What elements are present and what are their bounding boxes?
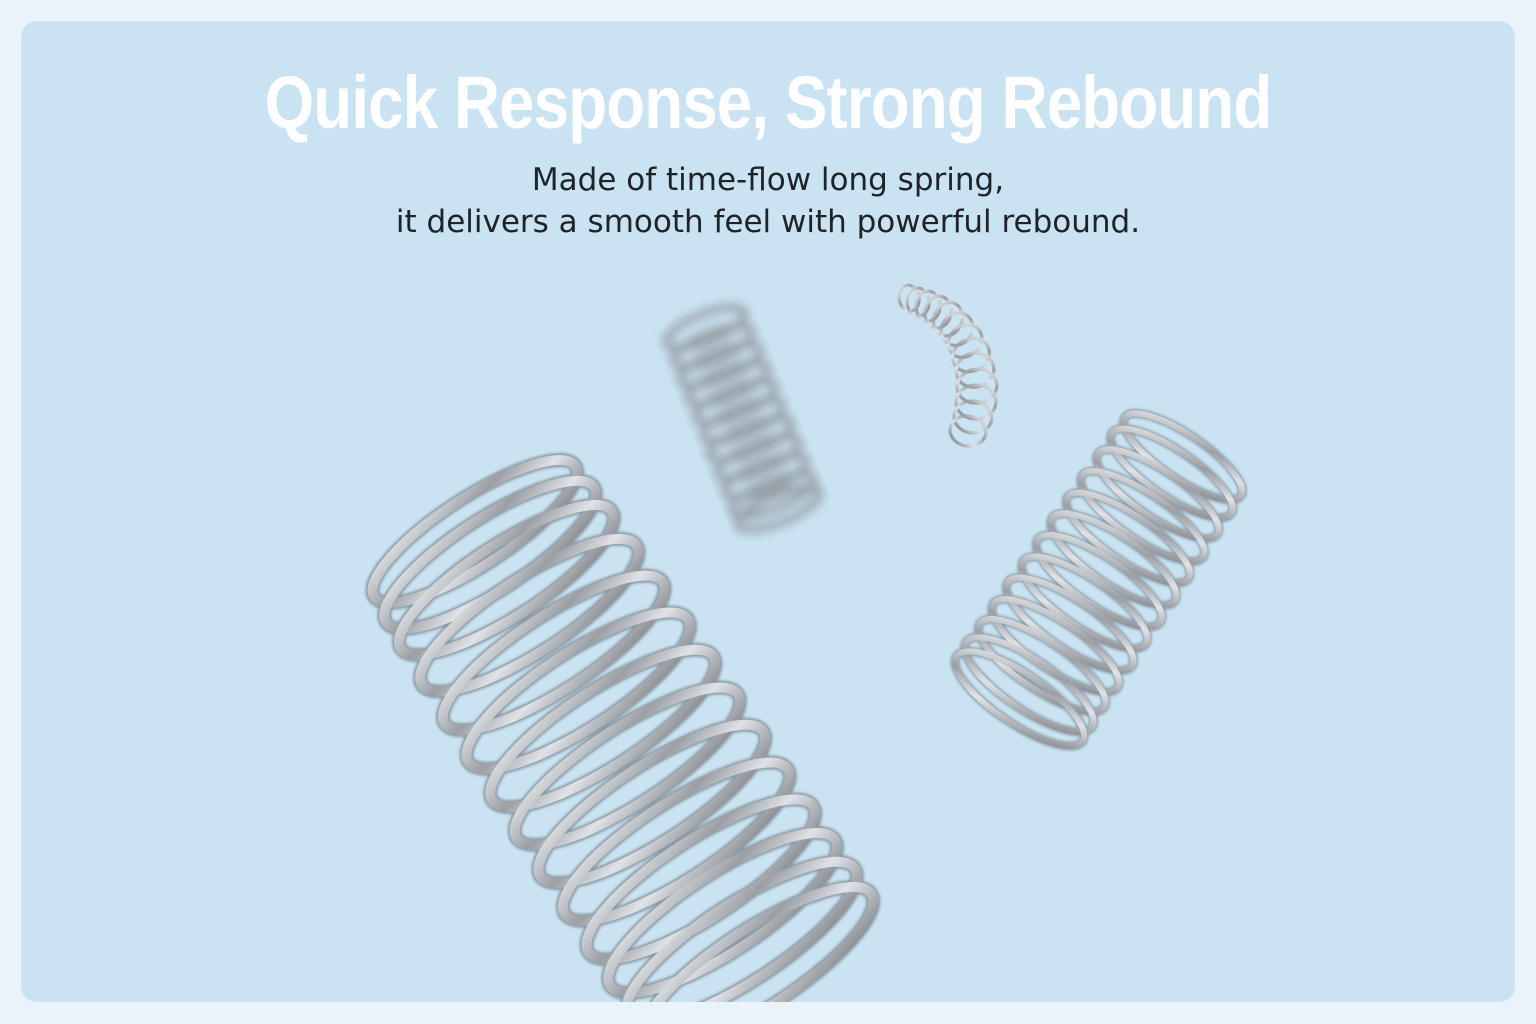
large-spring (365, 453, 881, 1002)
small-curved-spring (897, 283, 999, 448)
medium-spring (950, 408, 1247, 751)
blurred-spring (662, 304, 824, 534)
subtitle-line-1: Made of time-flow long spring, (531, 162, 1005, 198)
subtitle-line-2: it delivers a smooth feel with powerful … (395, 204, 1141, 240)
subtitle: Made of time-flow long spring, it delive… (21, 159, 1515, 243)
hero-card: Quick Response, Strong Rebound Made of t… (21, 21, 1515, 1002)
headline: Quick Response, Strong Rebound (264, 61, 1273, 144)
springs-illustration (365, 283, 1247, 1002)
